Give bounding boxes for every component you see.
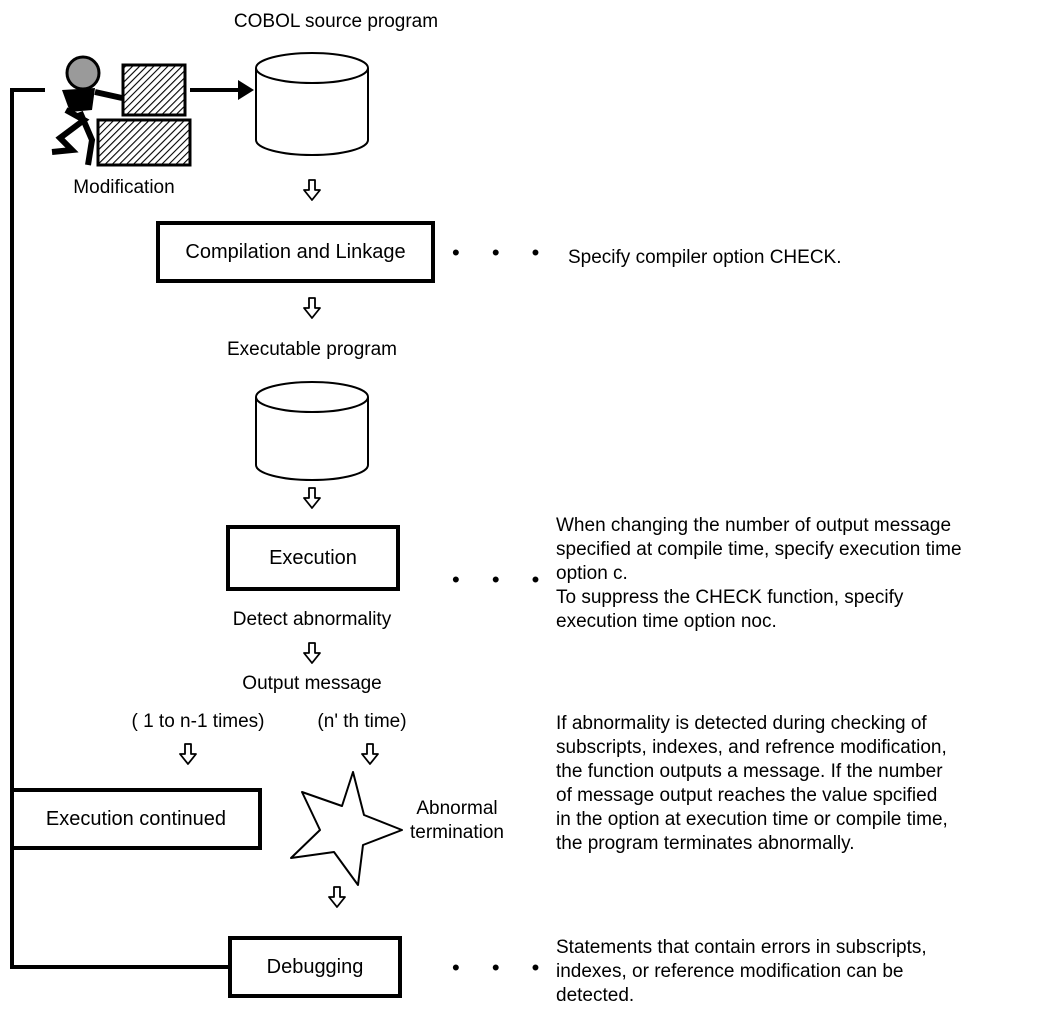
programmer-at-computer-icon [51,55,192,167]
hollow-down-arrow-icon [303,297,321,319]
feedback-loop-line [10,88,228,969]
debugging-dots: • • • [452,955,553,980]
compile-dots: • • • [452,240,553,265]
executable-disk-icon [255,381,369,481]
save-arrow [190,80,254,100]
hollow-down-arrow-icon [328,886,346,908]
executable-program-label: Executable program [226,339,398,360]
modification-label: Modification [73,177,175,198]
compile-note: Specify compiler option CHECK. [568,247,842,268]
source-disk-icon [255,52,369,156]
hollow-down-arrow-icon [179,743,197,765]
execution-continued-box: Execution continued [10,788,262,850]
execution-note: When changing the number of output messa… [556,515,962,632]
hollow-down-arrow-icon [303,642,321,664]
hollow-down-arrow-icon [361,743,379,765]
first-times-label: ( 1 to n-1 times) [131,711,265,732]
detect-abnormality-label: Detect abnormality [232,609,392,630]
abnormal-note: If abnormality is detected during checki… [556,713,948,854]
debugging-box: Debugging [228,936,402,998]
hollow-down-arrow-icon [303,487,321,509]
debugging-note: Statements that contain errors in subscr… [556,937,927,1006]
abnormal-termination-label: Abnormal termination [410,798,504,843]
nth-time-label: (n' th time) [317,711,407,732]
source-program-label: COBOL source program [233,11,439,32]
execution-dots: • • • [452,567,553,592]
output-message-label: Output message [242,673,382,694]
compilation-linkage-box: Compilation and Linkage [156,221,435,283]
abnormal-termination-star-icon [290,771,403,886]
execution-box: Execution [226,525,400,591]
hollow-down-arrow-icon [303,179,321,201]
